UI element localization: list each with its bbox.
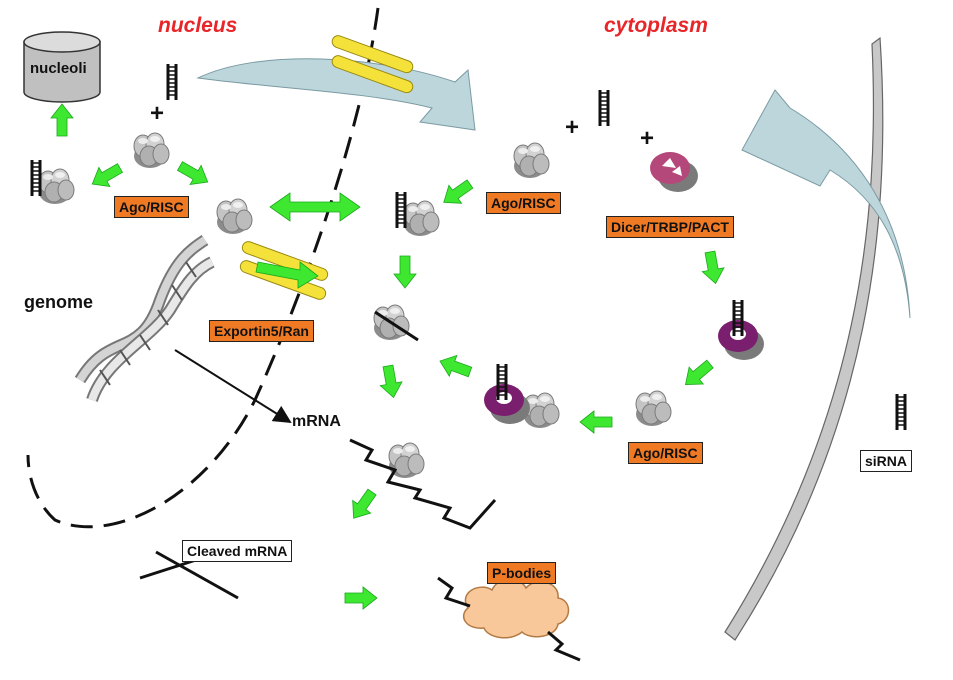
mrna-strand [349, 438, 497, 530]
sirna-duplex-nucleus [166, 62, 178, 102]
ago-complex-export [216, 198, 253, 235]
arrow-to-export-ago [174, 156, 214, 192]
ago-bound-sirna-1 [30, 158, 42, 198]
arrow-to-loaded-ago [437, 174, 477, 212]
dicer-bound-sirna [732, 298, 744, 338]
arrow-to-cleavage [344, 485, 382, 525]
nuclear-export-arrow [196, 58, 476, 131]
ago-complex-nucleus [133, 132, 170, 169]
arrow-to-p-bodies [344, 586, 378, 610]
sirna-duplex-cytoplasm [598, 88, 610, 128]
mrna-label: mRNA [292, 413, 341, 430]
arrow-to-transfer [579, 410, 613, 434]
ago-complex-nucleoli-bound [38, 168, 75, 205]
arrow-to-guide-ago [393, 255, 417, 289]
nuclear-envelope [26, 7, 380, 529]
ago-risc-label-recruit: Ago/RISC [628, 442, 703, 464]
shuttle-arrow [269, 192, 361, 222]
nuclear-pore-top [331, 35, 414, 94]
plus-sign-cytoplasm-1: + [565, 114, 580, 141]
arrow-to-mrna-binding [376, 363, 405, 400]
sirna-duplex-outside [895, 392, 907, 432]
transcription-arrow [174, 349, 292, 424]
ago-complex-cytoplasm [513, 142, 550, 179]
plus-sign-cytoplasm-2: + [640, 125, 655, 152]
arrow-to-ago-recruit [678, 355, 718, 394]
ago-complex-recruited [635, 390, 672, 427]
arrow-to-nucleoli-ago [86, 158, 126, 194]
nucleoli-label: nucleoli [30, 60, 87, 77]
ago-risc-label-nucleus: Ago/RISC [114, 196, 189, 218]
ago-complex-loaded [403, 200, 440, 237]
p-bodies-label: P-bodies [487, 562, 557, 584]
plus-sign-nucleus: + [150, 100, 165, 127]
arrow-to-guide-return [435, 350, 475, 383]
genome-label: genome [24, 292, 94, 312]
cell-membrane [724, 36, 884, 641]
cleaved-mrna-label: Cleaved mRNA [182, 540, 293, 562]
genome-helix [74, 235, 215, 403]
uptake-arrow [741, 89, 911, 319]
cleaved-mrna-fragments [139, 550, 239, 600]
arrow-to-nucleoli [50, 103, 74, 137]
sirna-label: siRNA [860, 450, 913, 472]
ago-bound-sirna-2 [395, 190, 407, 230]
exportin-label: Exportin5/Ran [209, 320, 314, 342]
nucleus-label: nucleus [158, 14, 238, 37]
ago-risc-label-cytoplasm: Ago/RISC [486, 192, 561, 214]
arrow-dicer-loading [698, 249, 727, 286]
handoff-sirna [496, 362, 508, 402]
dicer-complex [650, 152, 698, 192]
nucleoli-cylinder [23, 31, 101, 103]
nuclear-pore-export [239, 241, 329, 300]
p-body-cloud [437, 576, 581, 662]
dicer-label: Dicer/TRBP/PACT [606, 216, 734, 238]
cytoplasm-label: cytoplasm [604, 14, 708, 37]
